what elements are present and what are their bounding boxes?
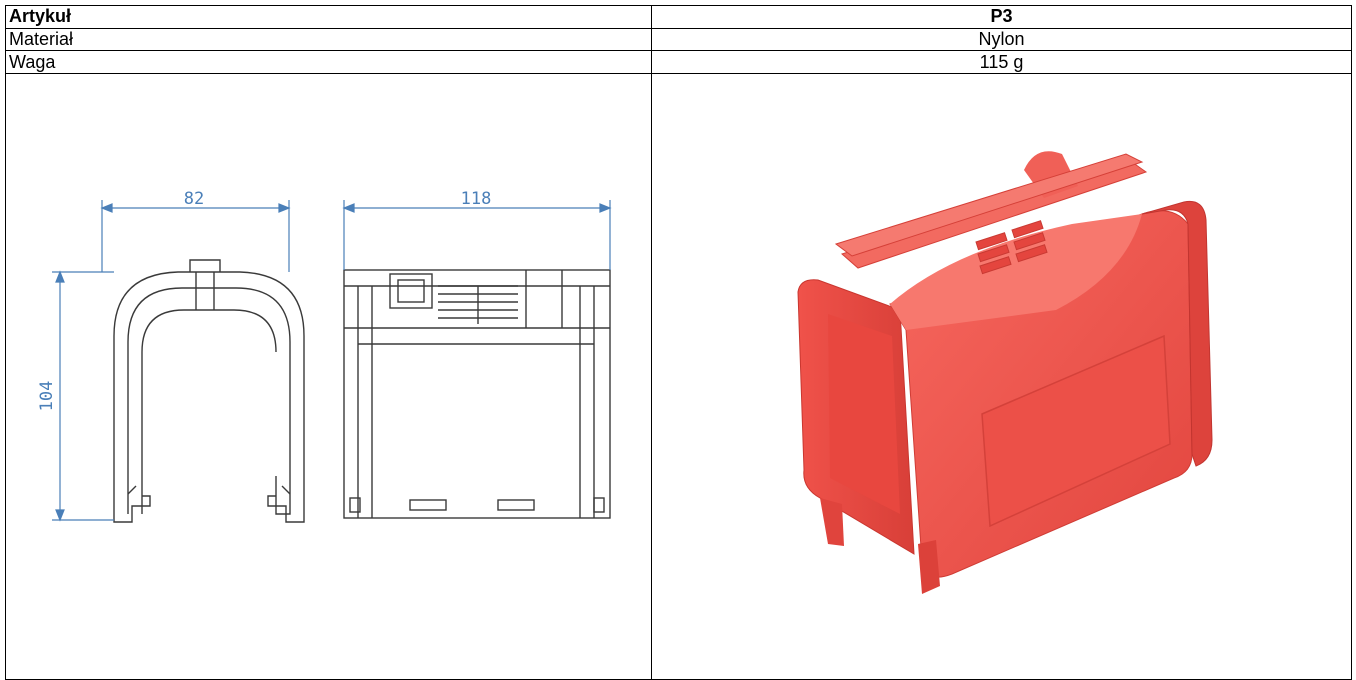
material-value: Nylon: [651, 27, 1352, 52]
technical-drawing: 82 118 104: [37, 189, 612, 523]
technical-drawing-cell: 82 118 104: [5, 72, 652, 680]
width-dimension: 82: [184, 189, 204, 209]
cable-clip-product: [797, 151, 1213, 594]
height-dimension: 104: [37, 381, 57, 412]
product-photo: [797, 151, 1213, 594]
table-row: Waga 115 g: [5, 50, 1352, 74]
article-label: Artykuł: [5, 5, 652, 29]
article-value: P3: [651, 5, 1352, 29]
front-view: [113, 259, 305, 523]
weight-value: 115 g: [651, 50, 1352, 74]
length-dimension: 118: [461, 189, 492, 209]
material-label: Materiał: [5, 27, 652, 52]
side-view: [343, 269, 611, 519]
table-row: Materiał Nylon: [5, 27, 1352, 52]
header-row: Artykuł P3: [5, 5, 1352, 29]
dimension-lines: [52, 199, 612, 522]
spec-table: Artykuł P3 Materiał Nylon Waga 115 g: [5, 5, 1352, 680]
weight-label: Waga: [5, 50, 652, 74]
product-photo-cell: [651, 72, 1352, 680]
image-row: 82 118 104: [5, 72, 1352, 680]
